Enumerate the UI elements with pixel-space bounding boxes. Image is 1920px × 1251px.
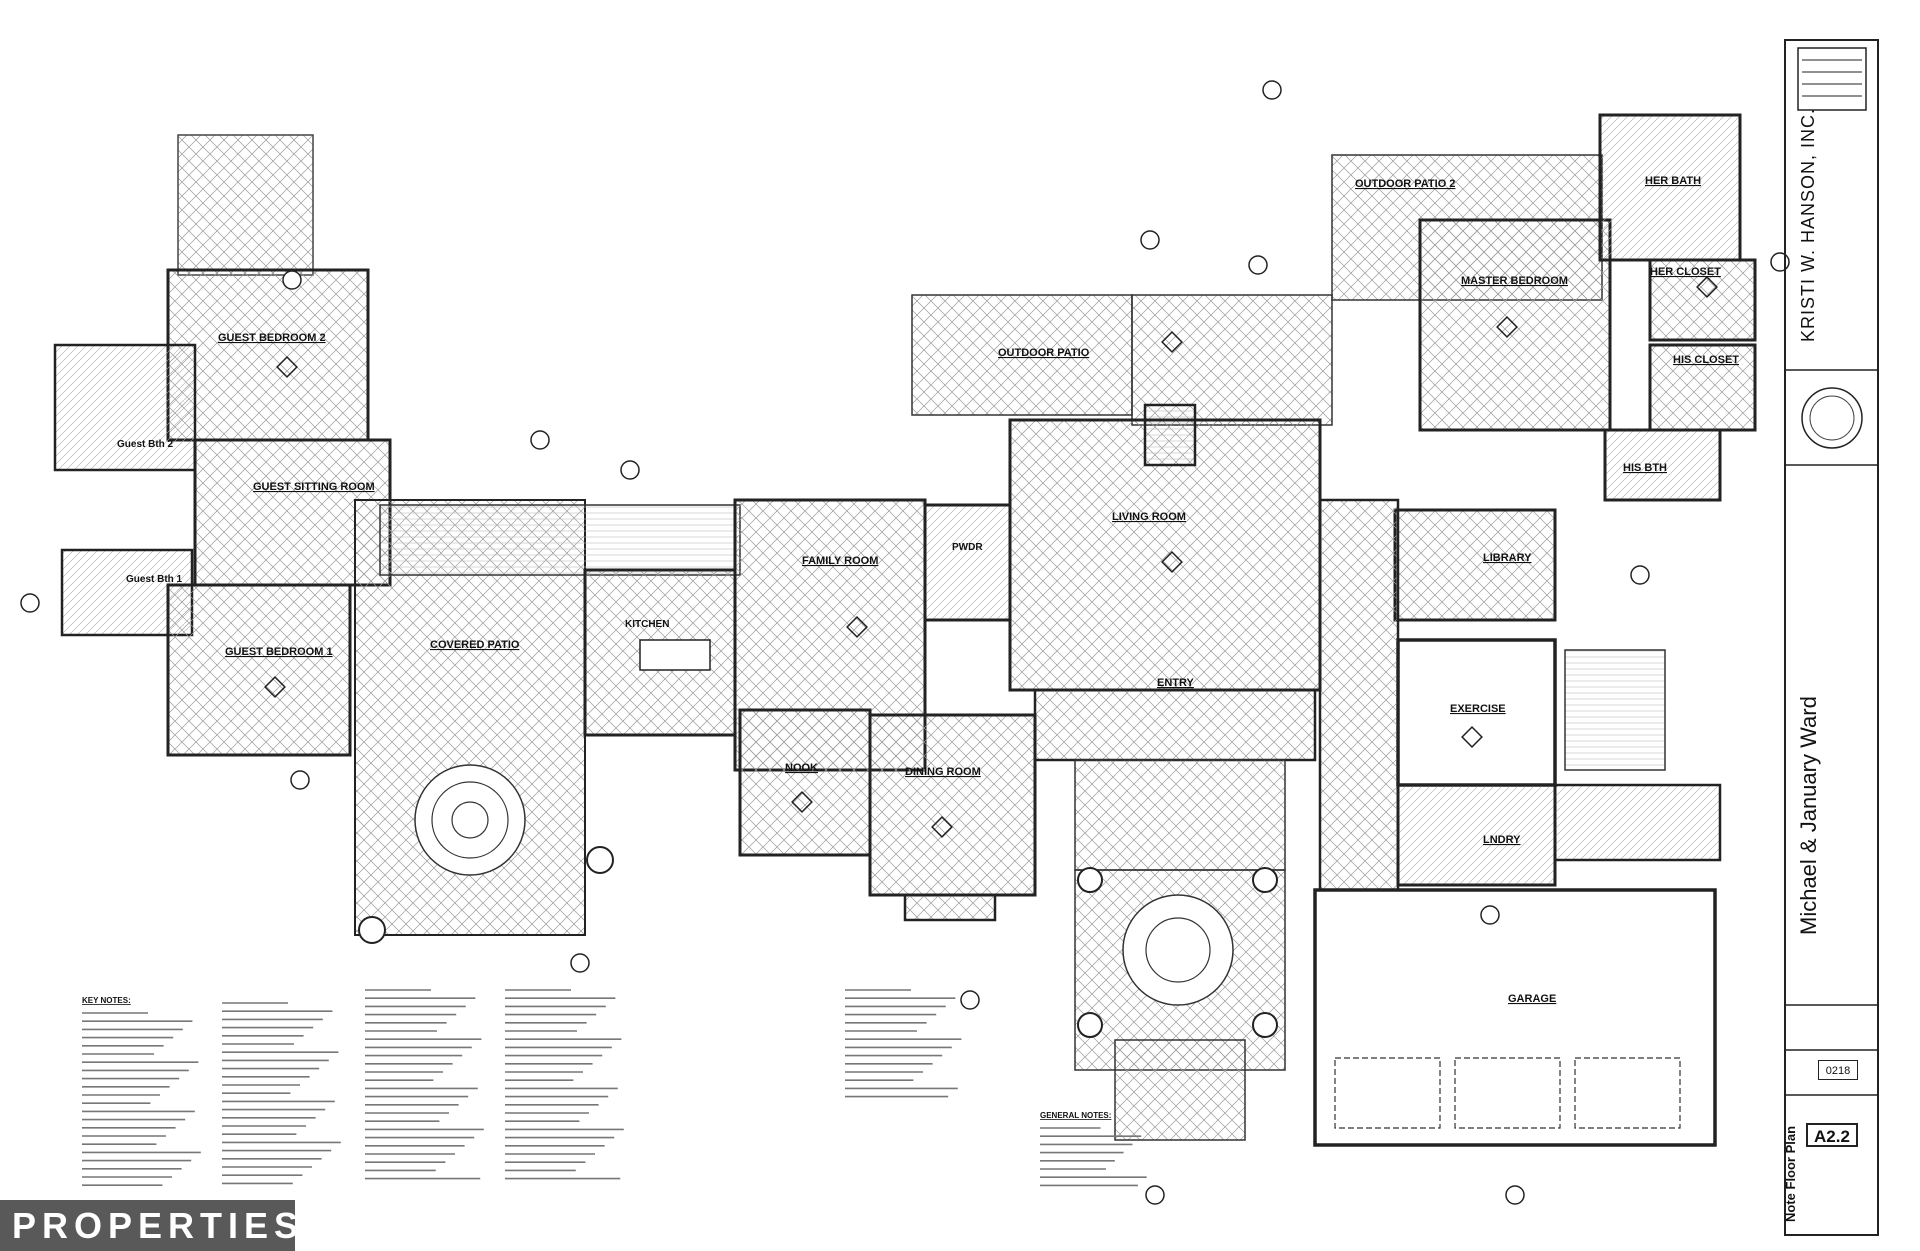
label-entry: ENTRY	[1157, 677, 1195, 689]
guest-bedroom-2-area	[166, 268, 370, 442]
outdoor-patio-east	[1131, 294, 1333, 426]
living-core	[911, 294, 1333, 1141]
logo-mark	[1797, 47, 1867, 111]
guest-bath-2-area	[53, 343, 197, 472]
court-column-ne	[1252, 867, 1278, 893]
label-covered-patio: COVERED PATIO	[430, 639, 520, 651]
fountain-inner	[451, 801, 489, 839]
label-nook: NOOK	[785, 762, 818, 774]
label-guest-sitting-room: GUEST SITTING ROOM	[253, 481, 375, 493]
outdoor-patio-area	[911, 294, 1133, 416]
court-column-nw	[1077, 867, 1103, 893]
label-his-closet: HIS CLOSET	[1673, 354, 1739, 366]
central-west	[354, 498, 1037, 944]
properties-watermark: PROPERTIES	[0, 1200, 298, 1251]
her-bath-area	[1598, 113, 1742, 262]
sheet-border	[1784, 39, 1879, 1236]
key-notes-heading: KEY NOTES:	[82, 996, 131, 1005]
general-notes-heading: GENERAL NOTES:	[1040, 1111, 1111, 1120]
label-master-bedroom: MASTER BEDROOM	[1461, 275, 1568, 287]
his-bath-area	[1603, 428, 1722, 502]
library-area	[1393, 508, 1557, 622]
label-her-closet: HER CLOSET	[1650, 266, 1721, 278]
sheet-code: A2.2	[1806, 1123, 1858, 1147]
pool-deck	[1564, 649, 1666, 771]
client-name: Michael & January Ward	[1796, 696, 1821, 935]
label-living-room: LIVING ROOM	[1112, 511, 1186, 523]
label-library: LIBRARY	[1483, 552, 1532, 564]
label-family-room: FAMILY ROOM	[802, 555, 878, 567]
mech-area	[1553, 783, 1722, 862]
label-lndry: LNDRY	[1483, 834, 1521, 846]
court-column-sw	[1077, 1012, 1103, 1038]
fireplace	[1143, 403, 1197, 467]
entry-court	[1074, 759, 1286, 871]
kitchen-island	[639, 639, 711, 671]
laundry-area	[1396, 783, 1557, 887]
entry-area	[1033, 688, 1317, 762]
room-markers	[264, 276, 1718, 838]
sheet-title: Note Floor Plan	[1783, 1125, 1798, 1222]
label-her-bath: HER BATH	[1645, 175, 1701, 187]
nook-area	[738, 708, 872, 857]
guest-wing	[53, 134, 392, 757]
label-outdoor-patio: OUTDOOR PATIO	[998, 347, 1090, 359]
label-guest-bth-2: Guest Bth 2	[117, 439, 174, 450]
sheet-number: 0218	[1818, 1060, 1858, 1080]
her-closet-area	[1648, 258, 1757, 342]
label-pwdr: PWDR	[952, 542, 983, 553]
court-column-se	[1252, 1012, 1278, 1038]
master-wing	[1313, 113, 1757, 1147]
patio-pergola	[379, 504, 741, 576]
fountain-mid	[431, 781, 509, 859]
label-his-bth: HIS BTH	[1623, 462, 1667, 474]
garage-door-3	[1574, 1057, 1681, 1129]
dining-room-area	[868, 713, 1037, 897]
garage-area	[1313, 888, 1717, 1147]
front-walk	[1114, 1039, 1246, 1141]
label-kitchen: KITCHEN	[625, 619, 669, 630]
hall-area	[1318, 498, 1400, 892]
patio-column-right	[586, 846, 614, 874]
garage-door-2	[1454, 1057, 1561, 1129]
label-exercise: EXERCISE	[1450, 703, 1506, 715]
front-fountain-inner	[1145, 917, 1211, 983]
label-guest-bth-1: Guest Bth 1	[126, 574, 183, 585]
label-guest-bedroom-2: GUEST BEDROOM 2	[218, 332, 326, 344]
pwdr-area	[923, 503, 1012, 622]
front-fountain-outer	[1122, 894, 1234, 1006]
dining-bay	[903, 893, 997, 922]
patio-column-left	[358, 916, 386, 944]
label-guest-bedroom-1: GUEST BEDROOM 1	[225, 646, 333, 658]
guest-bedroom-1-area	[166, 583, 352, 757]
label-dining-room: DINING ROOM	[905, 766, 981, 778]
architect-seal	[1801, 387, 1863, 449]
key-notes: KEY NOTES:	[82, 989, 962, 1186]
label-outdoor-patio-2: OUTDOOR PATIO 2	[1355, 178, 1455, 190]
his-closet-area	[1648, 343, 1757, 432]
fountain-outer	[414, 764, 526, 876]
general-notes: GENERAL NOTES:	[1040, 1111, 1147, 1187]
label-garage: GARAGE	[1508, 993, 1556, 1005]
guest-balcony	[177, 134, 314, 276]
garage-door-1	[1334, 1057, 1441, 1129]
